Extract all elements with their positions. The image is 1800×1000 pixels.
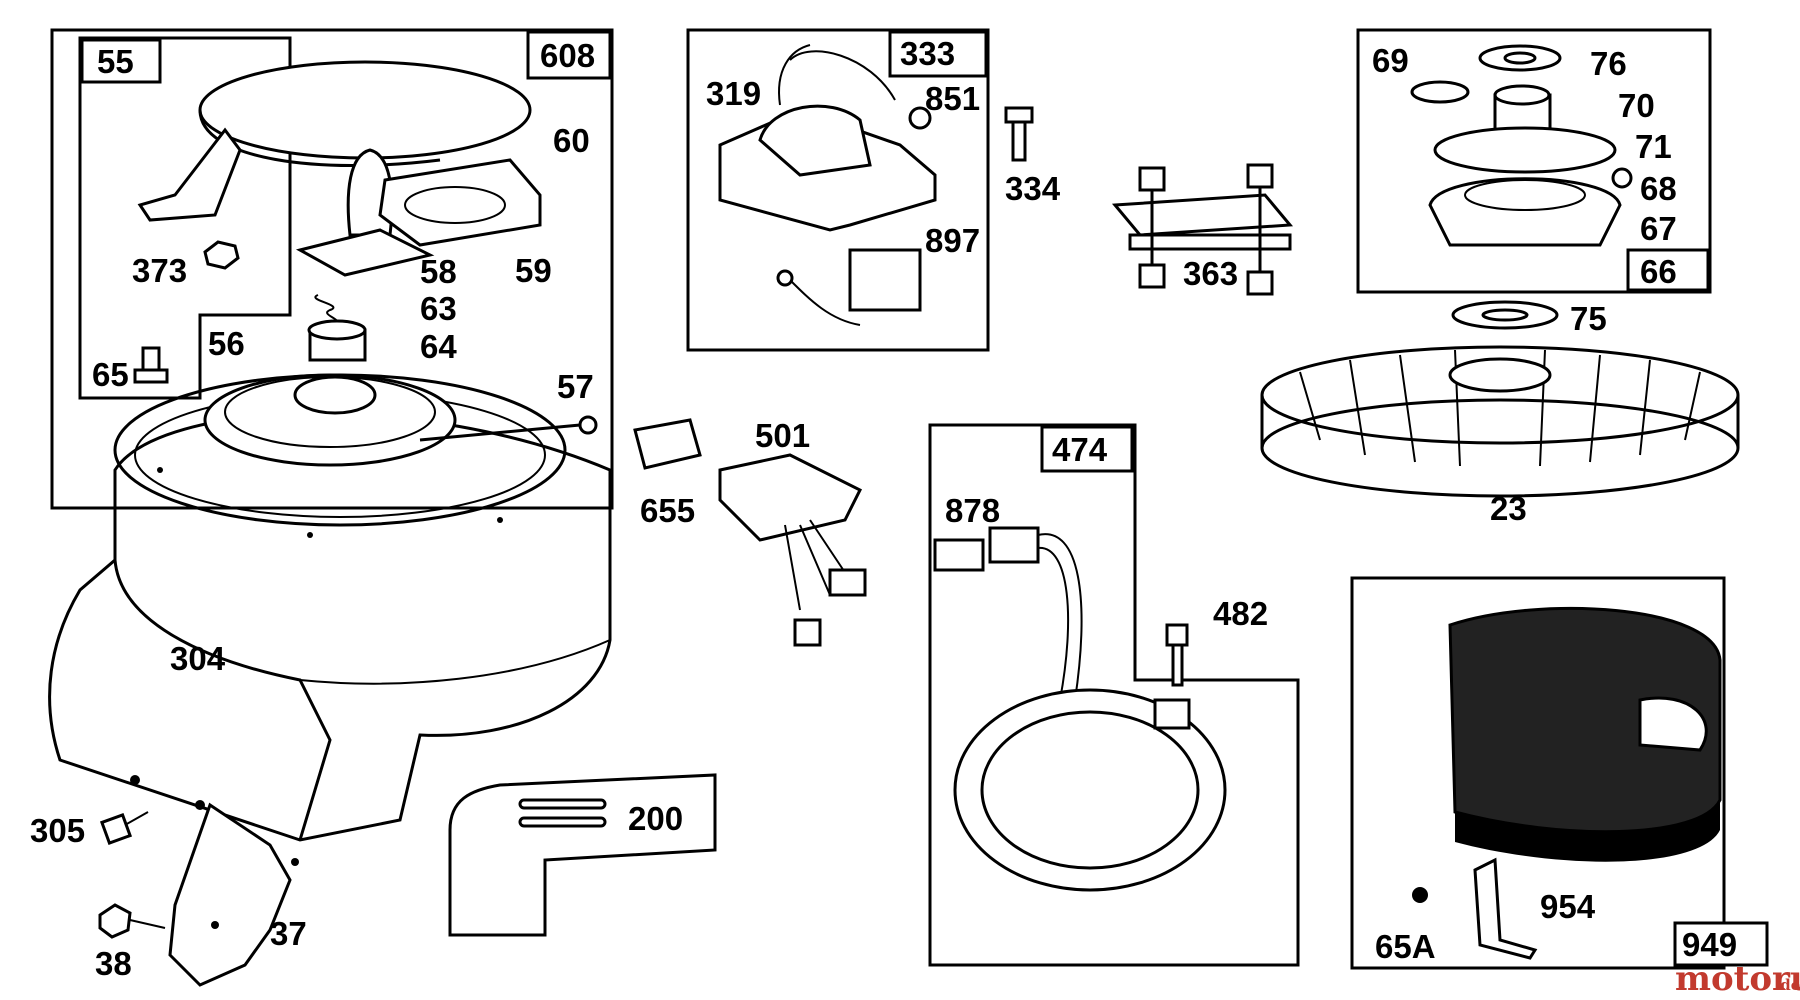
bracket-363	[1111, 163, 1294, 296]
box-55	[78, 36, 292, 400]
label-38: 38	[95, 945, 132, 982]
label-59: 59	[515, 252, 552, 289]
clip-655	[633, 418, 702, 470]
label-67: 67	[1640, 210, 1677, 247]
label-56: 56	[208, 325, 245, 362]
label-363: 363	[1183, 255, 1238, 292]
label-851: 851	[925, 80, 980, 117]
flywheel-23	[1260, 345, 1740, 498]
label-319: 319	[706, 75, 761, 112]
label-65A: 65A	[1375, 928, 1436, 965]
box-66	[1356, 28, 1712, 294]
label-57: 57	[557, 368, 594, 405]
label-501: 501	[755, 417, 810, 454]
blower-housing-304	[48, 373, 612, 987]
ignition-armature-319	[718, 44, 937, 232]
label-954: 954	[1540, 888, 1596, 925]
watermark-suffix: .de	[1775, 976, 1800, 994]
label-box-474: 474	[1052, 431, 1108, 468]
label-70: 70	[1618, 87, 1655, 124]
label-75: 75	[1570, 300, 1607, 337]
bolt-305	[99, 811, 149, 846]
watermark: motoruf .de	[1675, 959, 1800, 999]
bolt-334	[1004, 106, 1034, 162]
label-box-608: 608	[540, 37, 595, 74]
label-58: 58	[420, 253, 457, 290]
label-334: 334	[1005, 170, 1061, 207]
label-304: 304	[170, 640, 226, 677]
label-box-66: 66	[1640, 253, 1677, 290]
washer-75	[1451, 300, 1559, 330]
label-69: 69	[1372, 42, 1409, 79]
label-200: 200	[628, 800, 683, 837]
box-949	[1350, 576, 1769, 970]
label-63: 63	[420, 290, 457, 327]
label-76: 76	[1590, 45, 1627, 82]
clutch-assembly	[1410, 44, 1633, 247]
label-655: 655	[640, 492, 695, 529]
label-box-333: 333	[900, 35, 955, 72]
label-897: 897	[925, 222, 980, 259]
label-box-949: 949	[1682, 926, 1737, 963]
watermark-text: motoruf	[1675, 959, 1800, 995]
module-897	[776, 248, 922, 326]
stator-878	[933, 526, 1227, 892]
label-373: 373	[132, 252, 187, 289]
box-474	[928, 423, 1300, 967]
clip-954	[1412, 857, 1538, 960]
label-37: 37	[270, 915, 307, 952]
grass-screen	[1448, 606, 1722, 862]
box-608	[50, 28, 614, 510]
label-60: 60	[553, 122, 590, 159]
starter-cover	[133, 60, 542, 384]
plate-200	[448, 773, 717, 937]
label-482: 482	[1213, 595, 1268, 632]
box-333	[686, 28, 990, 352]
label-65: 65	[92, 356, 129, 393]
label-71: 71	[1635, 128, 1672, 165]
rectifier-501	[718, 453, 867, 647]
label-64: 64	[420, 328, 457, 365]
label-group: 55 608 333 66 474 949 373 58 59 60 63 64…	[30, 35, 1737, 982]
bolt-38	[98, 903, 166, 939]
label-23: 23	[1490, 490, 1527, 527]
label-box-55: 55	[97, 43, 134, 80]
label-878: 878	[945, 492, 1000, 529]
label-305: 305	[30, 812, 85, 849]
label-68: 68	[1640, 170, 1677, 207]
